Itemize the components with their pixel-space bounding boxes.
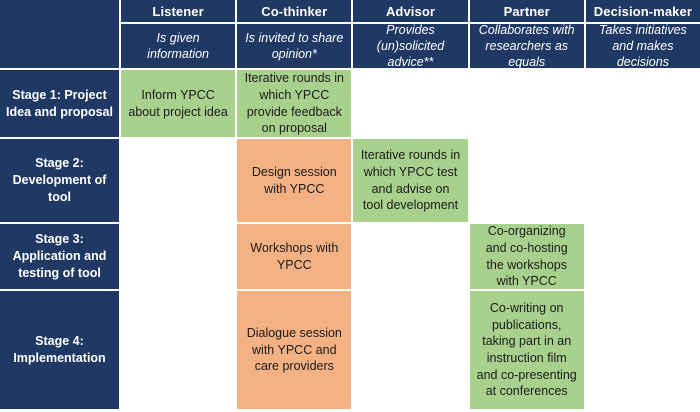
role-header-co-thinker: Co-thinker (237, 0, 352, 22)
cell-stage4-listener (121, 291, 235, 409)
role-header-partner: Partner (469, 0, 584, 22)
cell-stage3-advisor (353, 224, 467, 289)
cell-stage1-partner (470, 70, 584, 137)
role-description-advisor: Provides (un)solicited advice** (353, 24, 468, 68)
cell-stage1-advisor (353, 70, 467, 137)
role-description-listener: Is given information (121, 24, 236, 68)
cell-stage4-co-thinker: Dialogue session with YPCC and care prov… (237, 291, 352, 409)
role-description-decision-maker: Takes initiatives and makes decisions (585, 24, 700, 68)
role-header-listener: Listener (121, 0, 236, 22)
stage4-label: Stage 4: Implementation (0, 291, 119, 409)
cell-stage1-decision-maker (586, 70, 700, 137)
cell-stage4-decision-maker (586, 291, 700, 409)
stage3-label: Stage 3: Application and testing of tool (0, 224, 119, 289)
cell-stage2-partner (470, 139, 584, 222)
role-header-advisor: Advisor (353, 0, 468, 22)
cell-stage3-listener (121, 224, 235, 289)
stage1-label: Stage 1: Project Idea and proposal (0, 70, 119, 137)
cell-stage3-decision-maker (586, 224, 700, 289)
role-description-partner: Collaborates with researchers as equals (469, 24, 584, 68)
stage2-label: Stage 2: Development of tool (0, 139, 119, 222)
role-description-co-thinker: Is invited to share opinion* (237, 24, 352, 68)
cell-stage4-partner: Co-writing on publications, taking part … (469, 291, 584, 409)
cell-stage4-advisor (353, 291, 467, 409)
cell-stage1-listener: Inform YPCC about project idea (121, 70, 236, 137)
cell-stage2-decision-maker (586, 139, 700, 222)
role-header-decision-maker: Decision-maker (585, 0, 700, 22)
cell-stage3-co-thinker: Workshops with YPCC (237, 224, 352, 289)
cell-stage2-co-thinker: Design session with YPCC (237, 139, 352, 222)
cell-stage2-advisor: Iterative rounds in which YPCC test and … (353, 139, 468, 222)
corner-cell (0, 0, 119, 68)
cell-stage1-co-thinker: Iterative rounds in which YPCC provide f… (237, 70, 352, 137)
cell-stage2-listener (121, 139, 235, 222)
cell-stage3-partner: Co-organizing and co-hosting the worksho… (469, 224, 584, 289)
